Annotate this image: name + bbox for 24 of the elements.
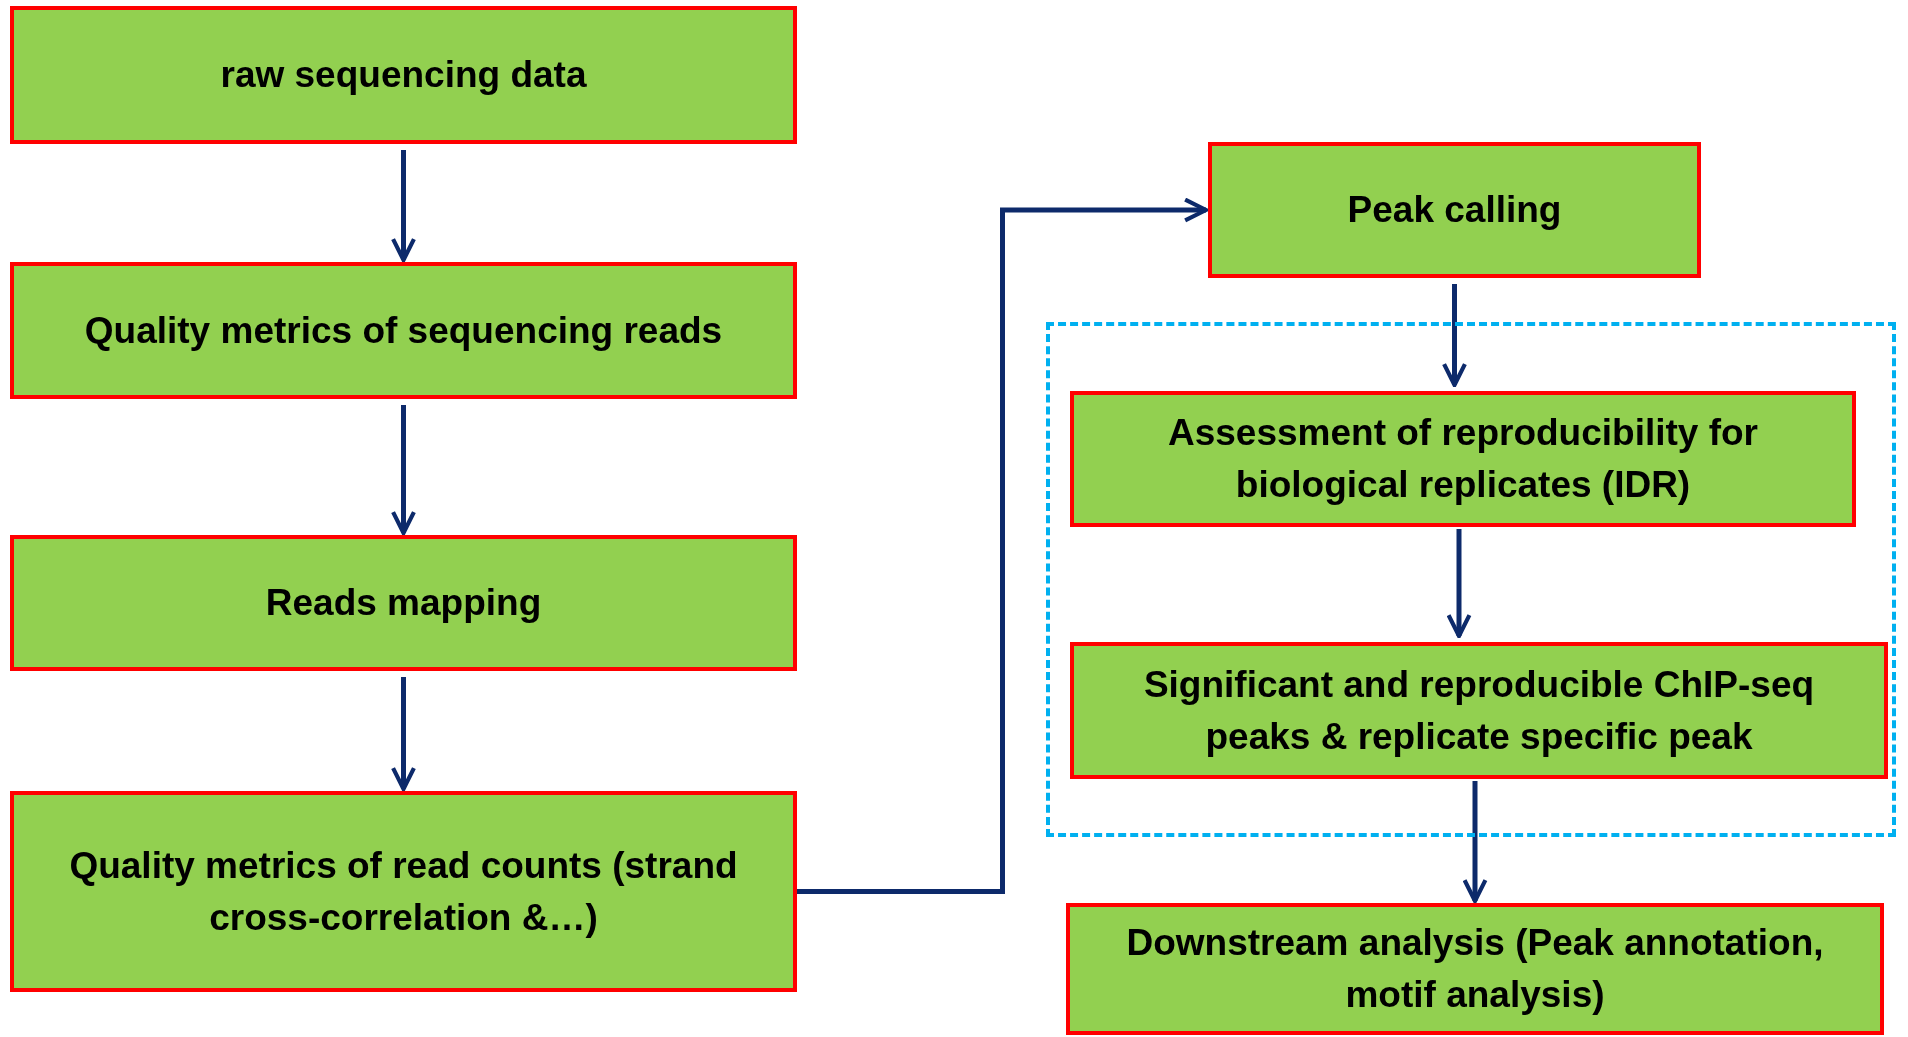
arrow — [1462, 781, 1488, 904]
step-label: Quality metrics of read counts (strand cross-correlation &…) — [68, 843, 739, 940]
process-box — [1066, 903, 1884, 1035]
process-box — [10, 6, 797, 144]
process-box — [1070, 642, 1888, 779]
arrow — [1446, 529, 1472, 639]
arrow — [391, 405, 416, 536]
process-box — [10, 791, 797, 992]
arrow — [391, 150, 416, 263]
step-label: Quality metrics of sequencing reads — [84, 308, 723, 353]
step-label: Significant and reproducible ChIP-seq peaks & replicate specific peak — [1142, 662, 1816, 759]
dashed-group-frame — [1046, 322, 1896, 837]
process-box — [1070, 391, 1856, 527]
arrow — [1442, 284, 1467, 388]
step-label: Assessment of reproducibility for biological replicates (IDR) — [1166, 411, 1760, 507]
process-box — [1208, 142, 1701, 278]
step-label: Peak calling — [1347, 188, 1562, 233]
process-box — [10, 535, 797, 671]
step-label: raw sequencing data — [220, 53, 587, 98]
step-label: Reads mapping — [265, 581, 542, 626]
arrow — [797, 197, 1209, 894]
step-label: Downstream analysis (Peak annotation, motif analysis) — [1125, 921, 1825, 1017]
arrow — [391, 677, 416, 792]
process-box — [10, 262, 797, 399]
